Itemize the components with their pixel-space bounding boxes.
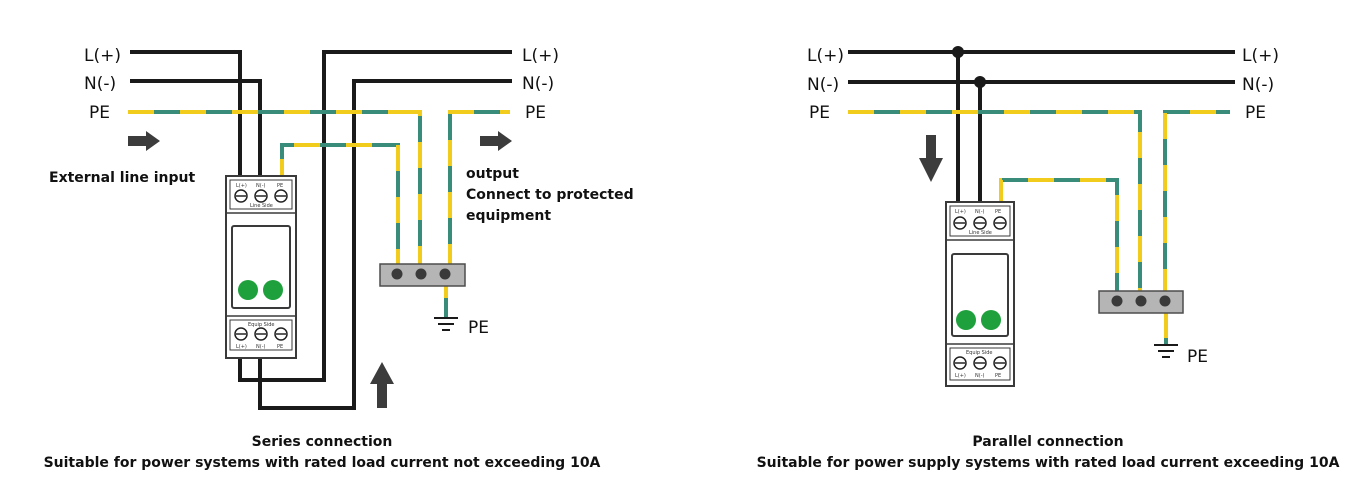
series-indicator-1: [238, 280, 258, 300]
series-wire-neutral-out: [258, 79, 512, 410]
series-term-bot-2: N(-): [256, 344, 265, 350]
parallel-label-neutral-in: N(-): [807, 75, 839, 95]
parallel-spd-device: L(+) N(-) PE Line Side Equip Side L(+) N…: [945, 201, 1015, 387]
series-term-bot-1: L(+): [236, 344, 247, 350]
series-term-bot-3: PE: [277, 344, 283, 350]
parallel-down-arrow-icon: [919, 135, 943, 182]
series-input-label: External line input: [49, 170, 195, 186]
series-output-line2: equipment: [466, 208, 551, 224]
series-caption-title: Series connection: [252, 434, 393, 450]
series-output-arrow-icon: [480, 131, 512, 151]
series-label-live-out: L(+): [522, 46, 559, 66]
parallel-term-top-3: PE: [995, 209, 1001, 215]
parallel-label-live-out: L(+): [1242, 46, 1279, 66]
parallel-junction-neutral: [974, 76, 986, 88]
series-term-top-1: L(+): [236, 183, 247, 189]
parallel-diagram: L(+) N(-) PE L(+) N(-) PE: [757, 46, 1340, 471]
parallel-term-bot-3: PE: [995, 373, 1001, 379]
parallel-junction-live: [952, 46, 964, 58]
parallel-caption-title: Parallel connection: [972, 434, 1123, 450]
parallel-indicator-2: [981, 310, 1001, 330]
parallel-label-earth-in: PE: [809, 103, 830, 123]
series-ground-label: PE: [468, 318, 489, 338]
parallel-term-bot-2: N(-): [975, 373, 984, 379]
series-label-earth-in: PE: [89, 103, 110, 123]
series-busbar-terminal-1: [391, 268, 403, 280]
series-spd-device: L(+) N(-) PE Line Side Equip Side L(+) N…: [225, 175, 297, 359]
series-black-wires: [130, 50, 512, 410]
parallel-top-side: Line Side: [969, 230, 992, 236]
series-caption-sub: Suitable for power systems with rated lo…: [44, 455, 601, 471]
series-indicator-2: [263, 280, 283, 300]
series-busbar-terminal-3: [439, 268, 451, 280]
series-label-neutral-in: N(-): [84, 74, 116, 94]
parallel-busbar-terminal-3: [1159, 295, 1171, 307]
parallel-bottom-side: Equip Side: [966, 350, 992, 356]
parallel-ground-label: PE: [1187, 347, 1208, 367]
parallel-term-bot-1: L(+): [955, 373, 966, 379]
parallel-ground-icon: [1154, 344, 1178, 358]
series-top-side: Line Side: [250, 203, 273, 209]
series-label-neutral-out: N(-): [522, 74, 554, 94]
parallel-label-earth-out: PE: [1245, 103, 1266, 123]
series-output-line1: Connect to protected: [466, 187, 634, 203]
series-bottom-side: Equip Side: [248, 322, 274, 328]
parallel-busbar-terminal-1: [1111, 295, 1123, 307]
series-busbar-terminal-2: [415, 268, 427, 280]
parallel-label-live-in: L(+): [807, 46, 844, 66]
parallel-indicator-1: [956, 310, 976, 330]
series-label-live-in: L(+): [84, 46, 121, 66]
parallel-earth-wires: [848, 110, 1230, 345]
parallel-black-wires: [848, 50, 1235, 205]
series-wire-live-out: [238, 50, 512, 382]
series-earth-wires: [128, 110, 510, 318]
series-ground-icon: [434, 317, 458, 331]
series-up-arrow-icon: [370, 362, 394, 408]
series-input-arrow-icon: [128, 131, 160, 151]
series-diagram: L(+) N(-) PE L(+) N(-) PE: [44, 46, 634, 471]
parallel-caption-sub: Suitable for power supply systems with r…: [757, 455, 1340, 471]
series-output-title: output: [466, 166, 519, 182]
series-wire-live-in: [130, 50, 242, 185]
series-term-top-3: PE: [277, 183, 283, 189]
parallel-term-top-1: L(+): [955, 209, 966, 215]
series-wire-neutral-in: [130, 79, 262, 185]
parallel-busbar-terminal-2: [1135, 295, 1147, 307]
parallel-label-neutral-out: N(-): [1242, 75, 1274, 95]
series-label-earth-out: PE: [525, 103, 546, 123]
series-term-top-2: N(-): [256, 183, 265, 189]
parallel-term-top-2: N(-): [975, 209, 984, 215]
